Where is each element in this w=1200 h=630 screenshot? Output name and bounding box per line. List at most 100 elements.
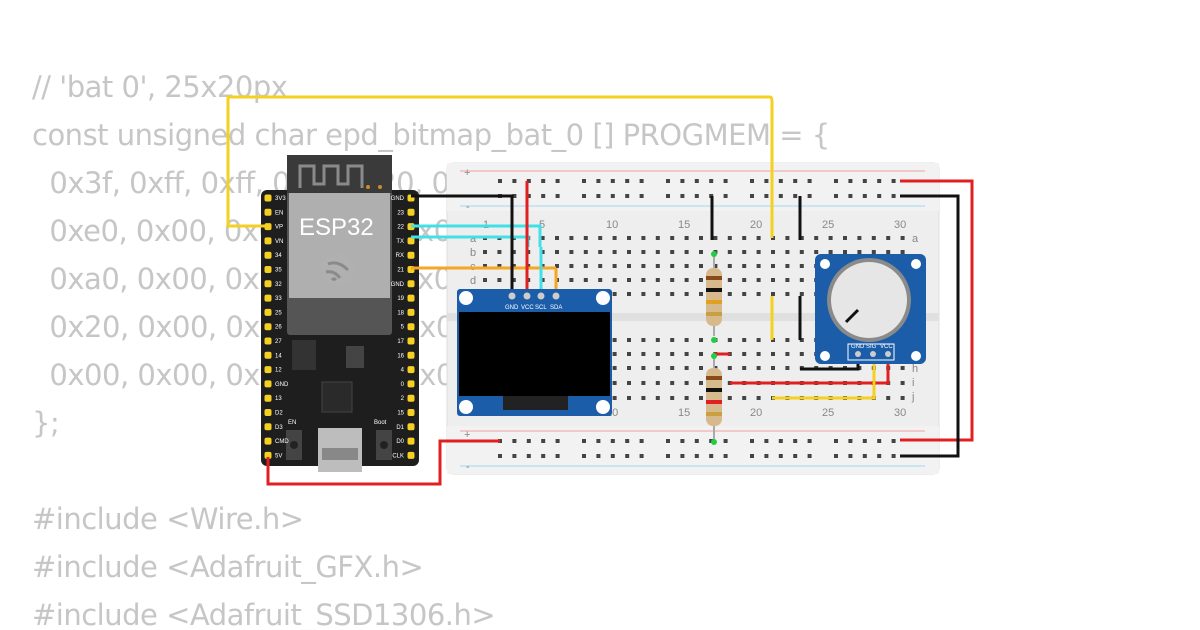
potentiometer[interactable]: GND SIG VCC — [815, 254, 926, 364]
esp32-pin[interactable] — [407, 208, 415, 216]
oled-display[interactable]: GND VCC SCL SDA — [457, 289, 612, 416]
esp32-pin[interactable] — [264, 337, 272, 345]
breadboard-hole — [684, 264, 689, 268]
esp32-pin-label: 27 — [275, 339, 282, 345]
esp32-pin[interactable] — [264, 280, 272, 288]
esp32-pin[interactable] — [264, 237, 272, 245]
breadboard-hole — [713, 366, 718, 370]
esp32-pin[interactable] — [264, 208, 272, 216]
resistor[interactable] — [706, 353, 722, 445]
breadboard-hole — [680, 454, 685, 458]
esp32-pin[interactable] — [407, 351, 415, 359]
esp32-pin[interactable] — [407, 409, 415, 416]
breadboard-hole — [807, 454, 812, 458]
esp32-pin[interactable] — [264, 294, 272, 302]
breadboard-hole — [785, 264, 790, 268]
esp32-pin[interactable] — [264, 323, 272, 331]
breadboard-hole — [498, 179, 502, 183]
esp32-pin[interactable] — [407, 308, 415, 316]
breadboard-hole — [771, 278, 775, 282]
breadboard-hole — [526, 179, 531, 183]
esp32-pin[interactable] — [264, 423, 272, 431]
breadboard-hole — [583, 236, 588, 240]
esp32-pin-label: 2 — [401, 396, 405, 402]
breadboard-hole — [834, 439, 838, 443]
breadboard-hole — [877, 179, 882, 183]
potentiometer-knob[interactable] — [831, 262, 907, 338]
breadboard-hole — [756, 250, 761, 254]
breadboard-hole — [541, 439, 546, 443]
breadboard-hole — [666, 439, 670, 443]
esp32-pin-label: TX — [396, 239, 404, 245]
pot-pin-label: VCC — [880, 344, 893, 350]
rail-minus-label: - — [466, 461, 470, 473]
breadboard-hole — [699, 352, 703, 356]
esp32-pin[interactable] — [407, 237, 415, 245]
breadboard-hole — [848, 194, 853, 198]
esp32-pin[interactable] — [264, 194, 272, 202]
resistor[interactable] — [706, 251, 722, 343]
esp32-pin[interactable] — [264, 451, 272, 459]
breadboard-hole — [627, 292, 631, 296]
breadboard-hole — [655, 381, 660, 385]
esp32-pin[interactable] — [407, 423, 415, 431]
breadboard-hole — [498, 454, 502, 458]
esp32-pin[interactable] — [407, 451, 415, 459]
esp32-pin[interactable] — [264, 409, 272, 416]
breadboard-hole — [727, 396, 732, 400]
breadboard-hole — [625, 439, 630, 443]
esp32-pin-label: GND — [275, 382, 289, 388]
esp32-pin[interactable] — [407, 394, 415, 402]
esp32-pin[interactable] — [407, 437, 415, 445]
breadboard-hole — [742, 264, 747, 268]
esp32-pin-label: 25 — [275, 310, 282, 316]
esp32-pin[interactable] — [407, 366, 415, 374]
esp32-pin[interactable] — [407, 323, 415, 331]
breadboard-hole — [670, 396, 675, 400]
breadboard-hole — [641, 352, 646, 356]
breadboard-hole — [569, 236, 574, 240]
esp32-pin-label: CLK — [392, 453, 404, 459]
breadboard-hole — [709, 179, 714, 183]
esp32-pin[interactable] — [264, 308, 272, 316]
breadboard-hole — [655, 264, 660, 268]
breadboard-hole — [625, 194, 630, 198]
breadboard-hole — [756, 292, 761, 296]
esp32-pin[interactable] — [407, 337, 415, 345]
breadboard-hole — [742, 352, 747, 356]
breadboard-hole — [828, 250, 833, 254]
breadboard-hole — [764, 454, 769, 458]
breadboard-hole — [483, 250, 487, 254]
breadboard-hole — [511, 264, 516, 268]
esp32-pin[interactable] — [407, 251, 415, 259]
breadboard-hole — [799, 292, 804, 296]
esp32-pin[interactable] — [264, 366, 272, 374]
column-number: 10 — [606, 219, 618, 231]
breadboard-hole — [512, 194, 517, 198]
esp32-pin[interactable] — [264, 394, 272, 402]
esp32-pin[interactable] — [407, 294, 415, 302]
breadboard-hole — [670, 366, 675, 370]
esp32-pin[interactable] — [264, 251, 272, 259]
esp32-pin[interactable] — [264, 437, 272, 445]
esp32-board[interactable]: ESP32 EN Boot 3V3ENVPVN34353233252627141… — [261, 155, 419, 472]
esp32-pin[interactable] — [407, 280, 415, 288]
esp32-pin-label: 32 — [275, 282, 282, 288]
breadboard-hole — [612, 278, 617, 282]
breadboard-hole — [694, 454, 699, 458]
esp32-pin[interactable] — [264, 380, 272, 388]
breadboard-hole — [512, 439, 517, 443]
esp32-pin[interactable] — [264, 351, 272, 359]
breadboard-hole — [639, 179, 644, 183]
breadboard-hole — [639, 454, 644, 458]
breadboard-hole — [512, 454, 517, 458]
breadboard-hole — [799, 236, 804, 240]
esp32-pin[interactable] — [264, 266, 272, 273]
breadboard-hole — [541, 194, 546, 198]
breadboard-hole — [670, 236, 675, 240]
breadboard-hole — [583, 264, 588, 268]
esp32-pin[interactable] — [407, 380, 415, 388]
breadboard-hole — [641, 236, 646, 240]
breadboard-hole — [771, 366, 775, 370]
code-line: #include <Wire.h> — [32, 502, 304, 536]
